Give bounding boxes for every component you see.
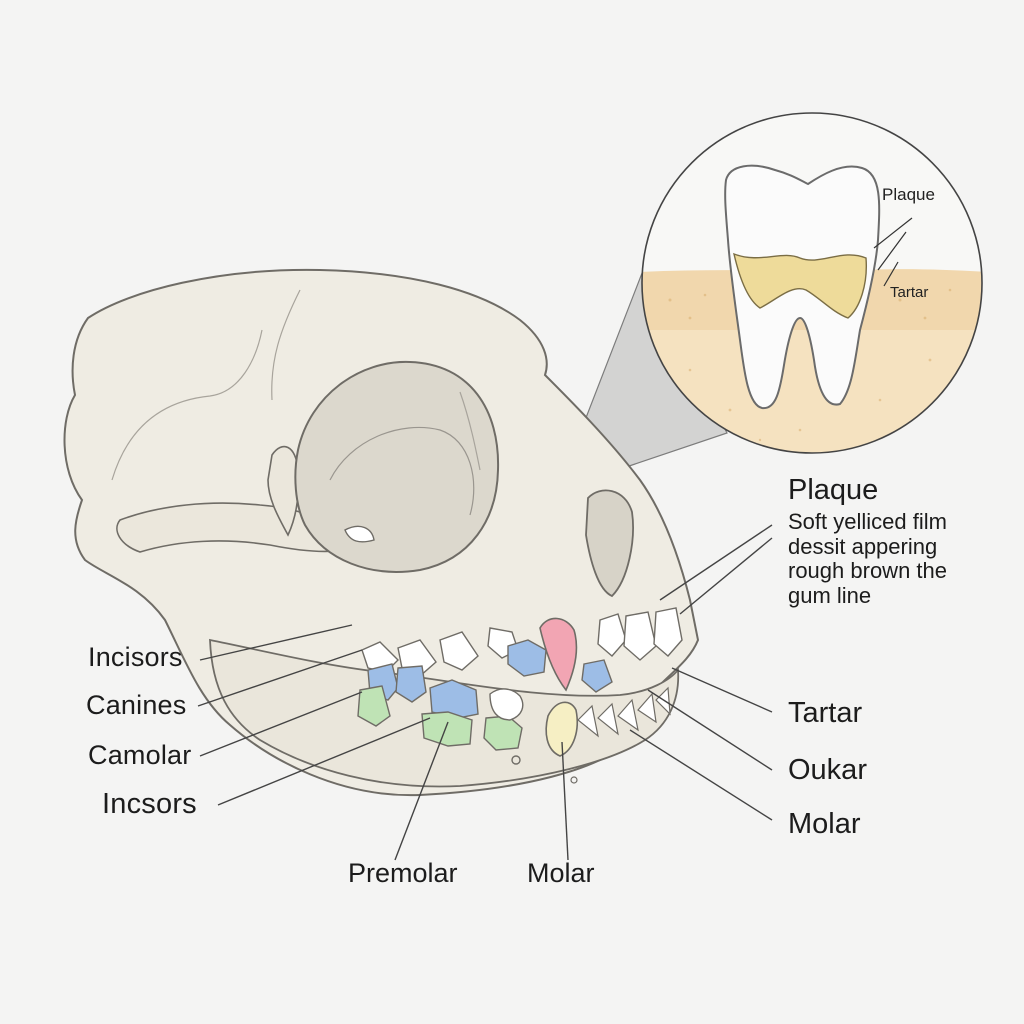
leader-plaque-2	[680, 538, 772, 614]
plaque-description-line: dessit appering	[788, 535, 947, 560]
leader-molar-right	[630, 730, 772, 820]
label-incisors: Incisors	[88, 642, 183, 673]
label-incsors: Incsors	[102, 788, 197, 821]
plaque-title: Plaque	[788, 474, 878, 507]
plaque-description-line: Soft yelliced film	[788, 510, 947, 535]
label-camolar: Camolar	[88, 740, 191, 771]
plaque-description-line: rough brown the	[788, 559, 947, 584]
label-molar-bottom: Molar	[527, 858, 595, 889]
plaque-description-line: gum line	[788, 584, 947, 609]
label-tartar: Tartar	[788, 697, 862, 730]
leader-tartar	[672, 668, 772, 712]
inset-label-tartar: Tartar	[890, 284, 928, 301]
inset-label-plaque: Plaque	[882, 185, 935, 205]
leader-oukar	[648, 690, 772, 770]
plaque-description: Soft yelliced film dessit appering rough…	[788, 510, 947, 608]
label-oukar: Oukar	[788, 754, 867, 787]
label-premolar: Premolar	[348, 858, 458, 889]
label-molar-right: Molar	[788, 808, 861, 841]
label-canines: Canines	[86, 690, 186, 721]
